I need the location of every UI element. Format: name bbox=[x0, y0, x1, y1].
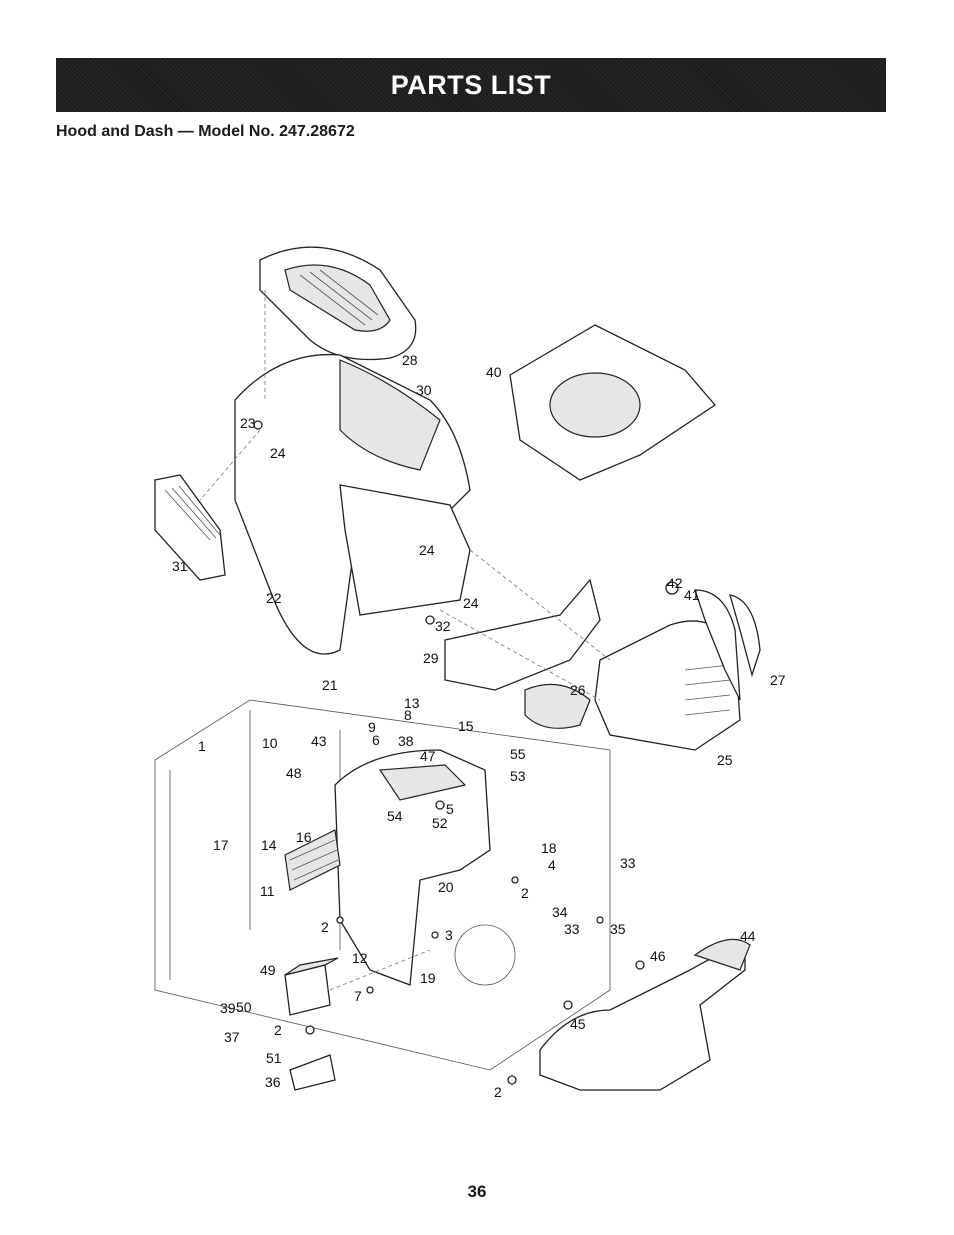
callout-41: 41 bbox=[684, 587, 700, 603]
callout-33a: 33 bbox=[620, 855, 636, 871]
callout-4: 4 bbox=[548, 857, 556, 873]
callout-6: 6 bbox=[372, 732, 380, 748]
callout-50: 50 bbox=[236, 999, 252, 1015]
callout-30: 30 bbox=[416, 382, 432, 398]
callout-labels: 28 30 40 23 24 31 22 24 24 32 29 26 42 4… bbox=[172, 352, 786, 1100]
side-grille-part bbox=[154, 474, 226, 581]
callout-33b: 33 bbox=[564, 921, 580, 937]
callout-24b: 24 bbox=[419, 542, 435, 558]
vent-cover-part bbox=[284, 829, 341, 891]
callout-12: 12 bbox=[352, 950, 368, 966]
callout-52: 52 bbox=[432, 815, 448, 831]
callout-13: 13 bbox=[404, 695, 420, 711]
callout-19: 19 bbox=[420, 970, 436, 986]
callout-2b: 2 bbox=[321, 919, 329, 935]
callout-9: 9 bbox=[368, 719, 376, 735]
firewall-plate-part bbox=[509, 324, 716, 481]
callout-54: 54 bbox=[387, 808, 403, 824]
side-grille-trim-part bbox=[694, 589, 761, 701]
callout-38: 38 bbox=[398, 733, 414, 749]
callout-25: 25 bbox=[717, 752, 733, 768]
callout-21: 21 bbox=[322, 677, 338, 693]
callout-42: 42 bbox=[667, 575, 683, 591]
callout-20: 20 bbox=[438, 879, 454, 895]
callout-26: 26 bbox=[570, 682, 586, 698]
callout-43: 43 bbox=[311, 733, 327, 749]
callout-8: 8 bbox=[404, 707, 412, 723]
callout-2a: 2 bbox=[521, 885, 529, 901]
callout-7: 7 bbox=[354, 988, 362, 1004]
callout-44: 44 bbox=[740, 928, 756, 944]
callout-18: 18 bbox=[541, 840, 557, 856]
callout-39: 39 bbox=[220, 1000, 236, 1016]
exploded-parts-diagram: 28 30 40 23 24 31 22 24 24 32 29 26 42 4… bbox=[140, 230, 790, 1110]
callout-29: 29 bbox=[423, 650, 439, 666]
page-number: 36 bbox=[467, 1182, 487, 1201]
callout-15: 15 bbox=[458, 718, 474, 734]
callout-37: 37 bbox=[224, 1029, 240, 1045]
callout-45: 45 bbox=[570, 1016, 586, 1032]
section-subtitle: Hood and Dash — Model No. 247.28672 bbox=[56, 123, 355, 140]
callout-3: 3 bbox=[445, 927, 453, 943]
callout-40: 40 bbox=[486, 364, 502, 380]
callout-49: 49 bbox=[260, 962, 276, 978]
callout-47: 47 bbox=[420, 748, 436, 764]
callout-28: 28 bbox=[402, 352, 418, 368]
hood-top-part bbox=[259, 246, 417, 361]
assembly-guides bbox=[199, 290, 611, 991]
callout-17: 17 bbox=[213, 837, 229, 853]
banner-title: PARTS LIST bbox=[390, 69, 552, 100]
callout-16: 16 bbox=[296, 829, 312, 845]
callout-36: 36 bbox=[265, 1074, 281, 1090]
callout-48: 48 bbox=[286, 765, 302, 781]
callout-2c: 2 bbox=[274, 1022, 282, 1038]
callout-24a: 24 bbox=[270, 445, 286, 461]
callout-10: 10 bbox=[262, 735, 278, 751]
callout-51: 51 bbox=[266, 1050, 282, 1066]
callout-46: 46 bbox=[650, 948, 666, 964]
bracket-part bbox=[289, 1054, 336, 1091]
hood-frame-part bbox=[339, 484, 471, 616]
callout-53: 53 bbox=[510, 768, 526, 784]
callout-1: 1 bbox=[198, 738, 206, 754]
headlight-lens-part bbox=[524, 683, 591, 729]
callout-55: 55 bbox=[510, 746, 526, 762]
battery-box-part bbox=[284, 957, 339, 1016]
callout-11: 11 bbox=[260, 883, 275, 899]
dash-panel-part bbox=[334, 749, 491, 986]
callout-35: 35 bbox=[610, 921, 626, 937]
callout-32: 32 bbox=[435, 618, 451, 634]
callout-22: 22 bbox=[266, 590, 282, 606]
callout-2d: 2 bbox=[494, 1084, 502, 1100]
callout-24c: 24 bbox=[463, 595, 479, 611]
callout-27: 27 bbox=[770, 672, 786, 688]
callout-5: 5 bbox=[446, 801, 454, 817]
front-bumper-part bbox=[444, 578, 601, 691]
hardware-pieces bbox=[253, 420, 679, 1085]
callout-23: 23 bbox=[240, 415, 256, 431]
parts-list-banner: PARTS LIST bbox=[56, 58, 886, 112]
callout-14: 14 bbox=[261, 837, 277, 853]
callout-34: 34 bbox=[552, 904, 568, 920]
rear-bumper-part bbox=[539, 938, 751, 1091]
callout-31: 31 bbox=[172, 558, 188, 574]
parts-illustration: 28 30 40 23 24 31 22 24 24 32 29 26 42 4… bbox=[154, 246, 786, 1100]
